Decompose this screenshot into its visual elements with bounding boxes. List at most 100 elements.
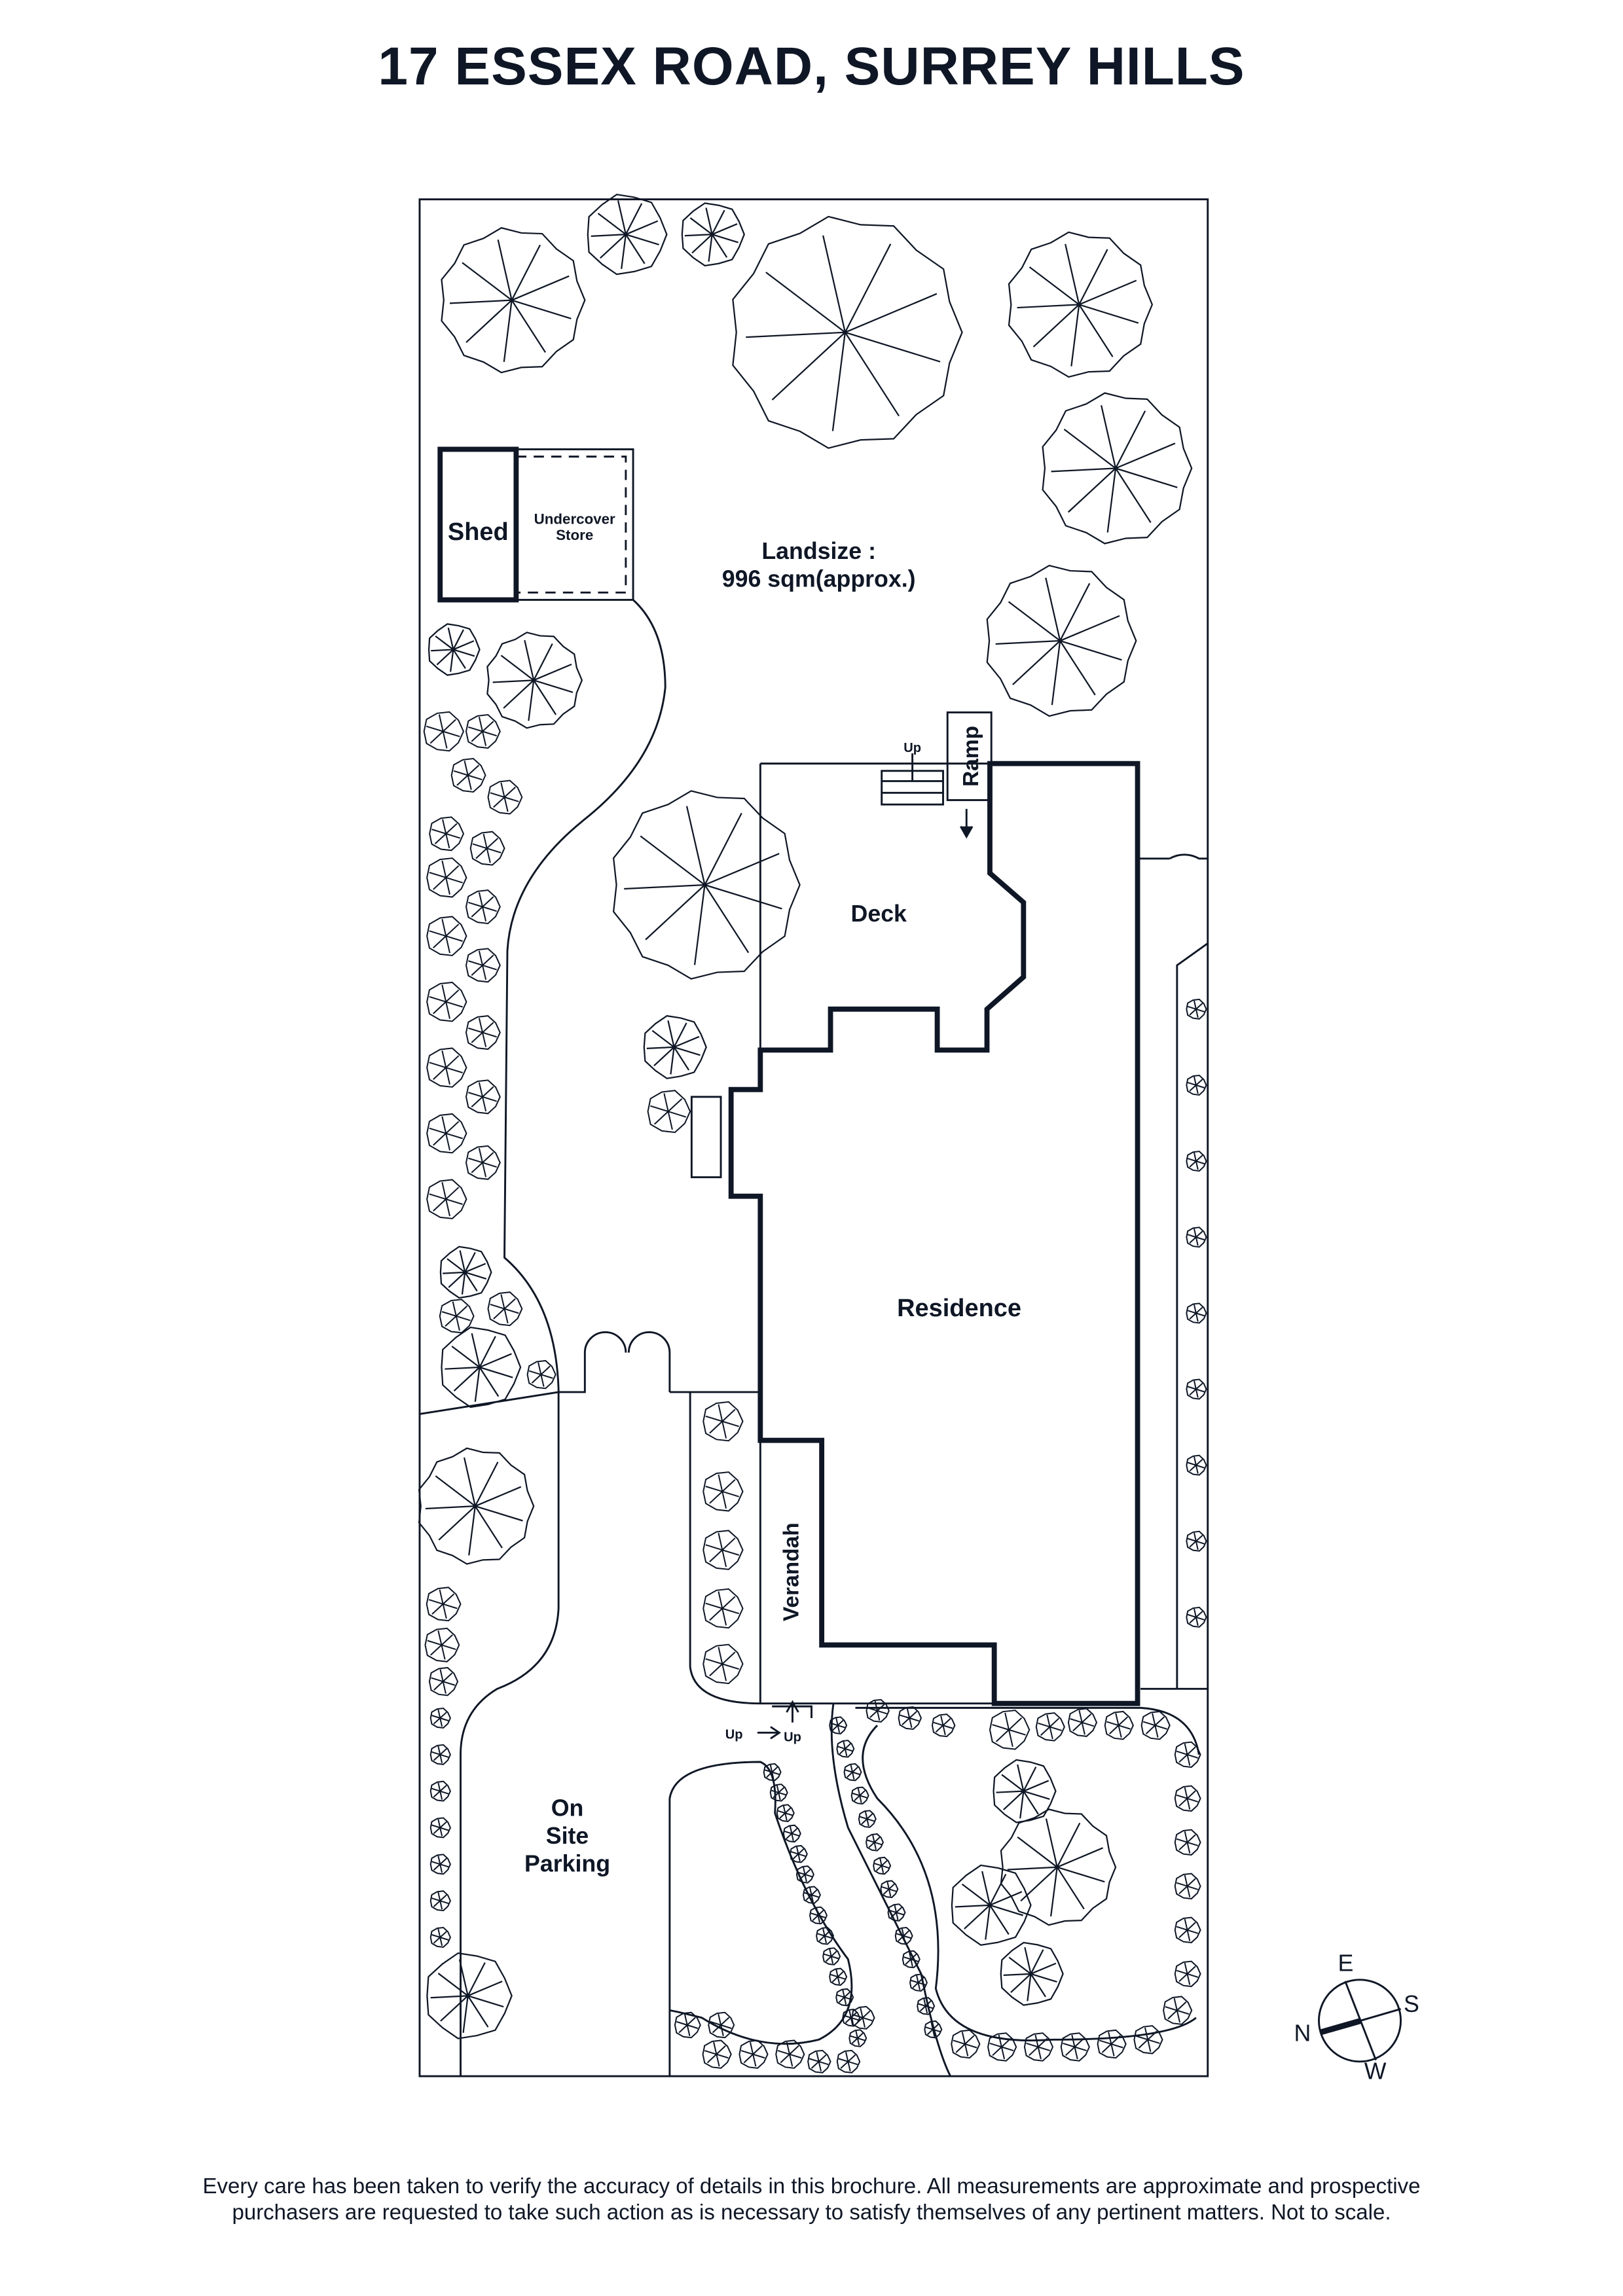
tree-icon xyxy=(1163,1996,1193,2025)
tree-icon xyxy=(429,1890,451,1912)
tree-icon xyxy=(450,757,486,793)
tree-icon xyxy=(1174,1785,1201,1812)
tree-icon xyxy=(775,2039,805,2069)
tree-icon xyxy=(880,1880,899,1899)
tree-icon xyxy=(426,1179,467,1219)
tree-icon xyxy=(428,1666,459,1696)
store-label: Store xyxy=(556,527,593,543)
tree-icon xyxy=(776,1804,795,1822)
tree-icon xyxy=(428,623,481,676)
tree-icon xyxy=(1186,1530,1207,1552)
tree-icon xyxy=(1186,998,1207,1020)
tree-icon xyxy=(1174,1960,1201,1988)
tree-icon xyxy=(848,2029,867,2047)
tree-icon xyxy=(486,632,583,729)
tree-icon xyxy=(1067,1708,1098,1737)
tree-icon xyxy=(763,1763,782,1782)
tree-icon xyxy=(643,1014,707,1079)
tree-icon xyxy=(894,1926,913,1945)
tree-icon xyxy=(795,1865,814,1884)
compass-w: W xyxy=(1364,2058,1387,2085)
compass xyxy=(1318,1979,1402,2063)
undercover-store xyxy=(515,448,634,601)
tree-icon xyxy=(1174,1873,1201,1900)
tree-icon xyxy=(931,1713,956,1738)
tree-icon xyxy=(1174,1829,1201,1856)
disclaimer-line-2: purchasers are requested to take such ac… xyxy=(232,2200,1391,2224)
tree-icon xyxy=(850,1786,869,1805)
tree-icon xyxy=(465,713,501,749)
landsize-value: 996 sqm(approx.) xyxy=(722,565,916,592)
tree-icon xyxy=(702,1588,744,1629)
tree-icon xyxy=(829,1967,848,1986)
compass-n: N xyxy=(1294,2020,1311,2047)
tree-icon xyxy=(782,1824,801,1843)
tree-icon xyxy=(1042,392,1193,545)
tree-icon xyxy=(465,889,501,925)
tree-icon xyxy=(702,1471,744,1512)
tree-icon xyxy=(909,1973,928,1992)
tree-icon xyxy=(993,1759,1057,1823)
tree-icon xyxy=(426,981,467,1022)
tree-icon xyxy=(702,1401,744,1442)
compass-e: E xyxy=(1338,1950,1353,1976)
undercover-label: Undercover xyxy=(534,511,615,527)
tree-icon xyxy=(835,1988,854,2007)
tree-icon xyxy=(526,1359,556,1390)
tree-icon xyxy=(429,1926,451,1948)
parking-label-2: Site xyxy=(546,1823,589,1849)
up-deck-label: Up xyxy=(903,741,921,755)
tree-icon xyxy=(902,1950,921,1969)
up-left-label: Up xyxy=(725,1727,743,1742)
garden-path-edge xyxy=(460,599,666,2077)
tree-icon xyxy=(1035,1712,1065,1742)
tree-icon xyxy=(426,1952,513,2039)
tree-icon xyxy=(469,831,505,866)
tree-icon xyxy=(769,1784,788,1802)
tree-icon xyxy=(987,2032,1017,2062)
tree-icon xyxy=(426,1113,467,1154)
tree-icon xyxy=(866,1698,890,1723)
tree-icon xyxy=(429,816,465,852)
tree-icon xyxy=(822,1947,841,1965)
deck xyxy=(759,762,990,1050)
tree-icon xyxy=(587,194,668,276)
landsize-label: Landsize : xyxy=(761,538,876,564)
tree-icon xyxy=(789,1844,808,1863)
tree-icon xyxy=(426,916,467,956)
tree-icon xyxy=(739,2039,769,2069)
verandah-label: Verandah xyxy=(779,1522,803,1621)
disclaimer-line-1: Every care has been taken to verify the … xyxy=(202,2174,1421,2198)
tree-icon xyxy=(647,1090,691,1134)
tree-icon xyxy=(951,1864,1032,1946)
tree-icon xyxy=(1186,1074,1207,1096)
tree-icon xyxy=(1174,1916,1201,1944)
property-boundary xyxy=(418,198,1209,2077)
tree-icon xyxy=(439,1299,475,1334)
tree-icon xyxy=(487,780,523,815)
residence-outline xyxy=(728,761,1140,1706)
tree-icon xyxy=(1133,2025,1163,2054)
tree-icon xyxy=(1140,1710,1171,1740)
tree-icon xyxy=(732,215,963,449)
tree-icon xyxy=(702,2039,732,2069)
tree-icon xyxy=(1186,1151,1207,1172)
tree-icon xyxy=(873,1856,892,1875)
tree-icon xyxy=(1186,1378,1207,1400)
tree-icon xyxy=(429,1707,451,1729)
tree-icon xyxy=(866,1833,884,1852)
tree-icon xyxy=(1186,1606,1207,1628)
parking-label-3: Parking xyxy=(524,1851,610,1877)
tree-icon xyxy=(612,790,801,980)
tree-icon xyxy=(1060,2032,1090,2062)
tree-icon xyxy=(429,1744,451,1765)
tree-icon xyxy=(809,1906,828,1925)
tree-icon xyxy=(423,711,465,752)
tree-icon xyxy=(816,1926,835,1945)
disclaimer: Every care has been taken to verify the … xyxy=(0,2173,1623,2225)
tree-icon xyxy=(924,2020,943,2039)
page-title: 17 ESSEX ROAD, SURREY HILLS xyxy=(378,37,1245,96)
tree-icon xyxy=(917,1997,936,2015)
tree-icon xyxy=(986,564,1137,717)
